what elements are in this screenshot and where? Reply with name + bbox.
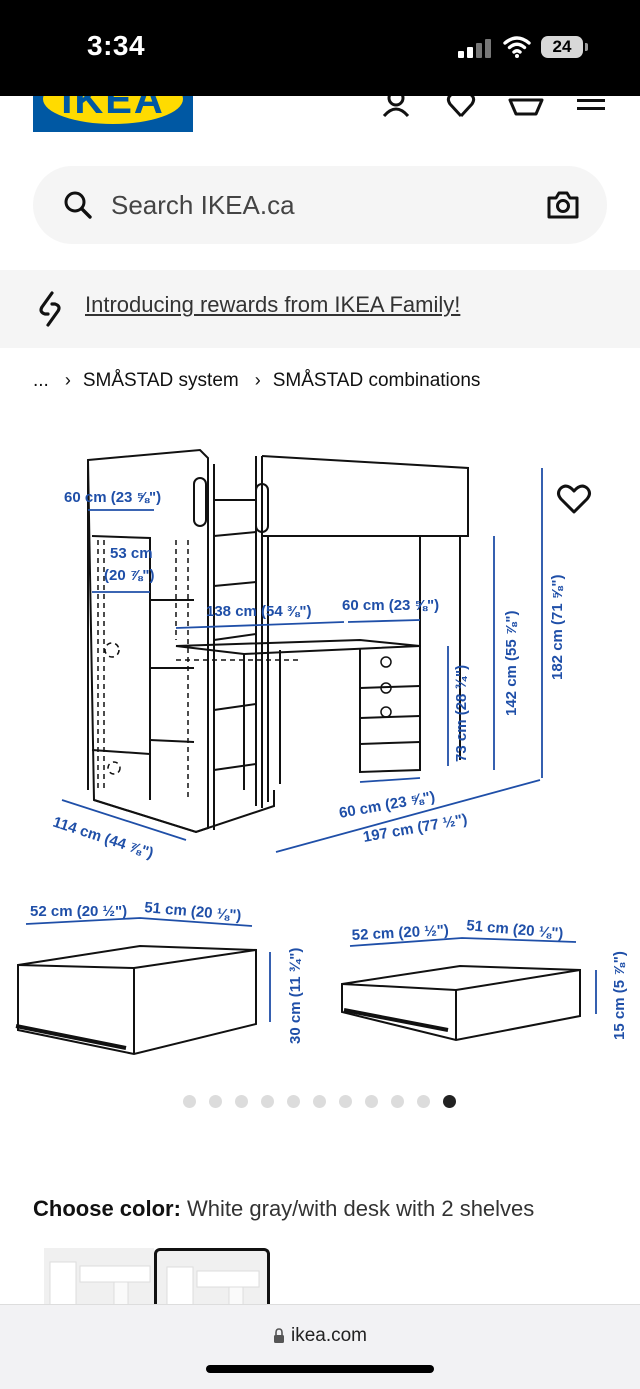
dimension-label: 30 cm (11 ¾") — [287, 948, 304, 1044]
choose-color-value: White gray/with desk with 2 shelves — [187, 1196, 535, 1221]
dimension-label: 52 cm (20 ½") — [30, 903, 127, 920]
dimension-label: 182 cm (71 ⅝") — [549, 574, 566, 680]
heart-icon[interactable] — [446, 96, 476, 118]
carousel-dot[interactable] — [417, 1095, 430, 1108]
dimension-label: 15 cm (5 ⅞") — [611, 951, 628, 1040]
dimension-label: 53 cm — [110, 545, 153, 562]
wifi-icon — [503, 36, 531, 58]
dimension-label: 142 cm (55 ⅞") — [503, 610, 520, 716]
dimension-label: 73 cm (28 ¾") — [453, 665, 470, 762]
search-input[interactable] — [111, 166, 531, 244]
swatch-thumbnail — [166, 1266, 260, 1311]
carousel-dot[interactable] — [313, 1095, 326, 1108]
ikea-logo[interactable]: IKEA — [33, 96, 193, 132]
account-icon[interactable] — [381, 96, 411, 118]
breadcrumb: ... › SMÅSTAD system › SMÅSTAD combinations — [33, 370, 480, 392]
color-swatch-selected[interactable] — [154, 1248, 270, 1311]
dimension-label: (20 ⅞") — [104, 567, 154, 584]
camera-search-icon[interactable] — [547, 190, 579, 220]
ikea-family-rewards-link[interactable]: Introducing rewards from IKEA Family! — [85, 292, 461, 317]
breadcrumb-item-smastad-combinations[interactable]: SMÅSTAD combinations — [272, 370, 481, 391]
search-bar — [33, 166, 607, 244]
carousel-dot[interactable] — [261, 1095, 274, 1108]
dimension-label: 60 cm (23 ⅝") — [342, 597, 439, 614]
choose-color-label: Choose color: — [33, 1196, 181, 1221]
status-bar: 3:34 24 — [0, 0, 640, 96]
promo-banner: Introducing rewards from IKEA Family! — [0, 270, 640, 348]
logo-text: IKEA — [61, 96, 165, 122]
carousel-dot-active[interactable] — [443, 1095, 456, 1108]
dimension-label: 51 cm (20 ⅛") — [144, 899, 242, 924]
url-display[interactable]: ikea.com — [0, 1325, 640, 1347]
dimension-label: 60 cm (23 ⅝") — [338, 788, 437, 822]
lock-icon — [273, 1328, 284, 1343]
link-chain-icon — [39, 291, 61, 327]
url-domain: ikea.com — [290, 1325, 368, 1346]
carousel-dot[interactable] — [287, 1095, 300, 1108]
shopping-bag-icon[interactable] — [508, 96, 544, 118]
breadcrumb-ellipsis[interactable]: ... — [33, 370, 49, 391]
site-header: IKEA — [0, 96, 640, 158]
battery-indicator: 24 — [541, 36, 588, 58]
dimension-label: 114 cm (44 ⅞") — [51, 814, 156, 863]
color-swatch[interactable] — [44, 1248, 154, 1308]
search-icon — [64, 191, 92, 219]
breadcrumb-item-smastad-system[interactable]: SMÅSTAD system — [82, 370, 239, 391]
choose-color: Choose color: White gray/with desk with … — [33, 1196, 534, 1222]
breadcrumb-chevron-icon: › — [64, 370, 71, 390]
status-time: 3:34 — [87, 30, 146, 61]
menu-icon[interactable] — [577, 96, 605, 118]
carousel-dot[interactable] — [391, 1095, 404, 1108]
carousel-dot[interactable] — [235, 1095, 248, 1108]
carousel-dot[interactable] — [339, 1095, 352, 1108]
breadcrumb-chevron-icon: › — [254, 370, 261, 390]
add-to-favorites-icon[interactable] — [556, 484, 592, 516]
dimension-label: 138 cm (54 ⅜") — [206, 603, 312, 620]
browser-url-bar: ikea.com — [0, 1304, 640, 1389]
dimension-label: 197 cm (77 ½") — [362, 811, 469, 846]
carousel-dot[interactable] — [365, 1095, 378, 1108]
home-indicator[interactable] — [206, 1365, 434, 1373]
dimension-label: 60 cm (23 ⅝") — [64, 489, 161, 506]
carousel-dot[interactable] — [209, 1095, 222, 1108]
swatch-thumbnail — [49, 1261, 151, 1308]
product-dimension-image[interactable]: 60 cm (23 ⅝") 53 cm (20 ⅞") 138 cm (54 ⅜… — [0, 440, 640, 1080]
cellular-signal-icon — [458, 38, 492, 58]
carousel-dot[interactable] — [183, 1095, 196, 1108]
dimension-label: 52 cm (20 ½") — [351, 922, 449, 944]
